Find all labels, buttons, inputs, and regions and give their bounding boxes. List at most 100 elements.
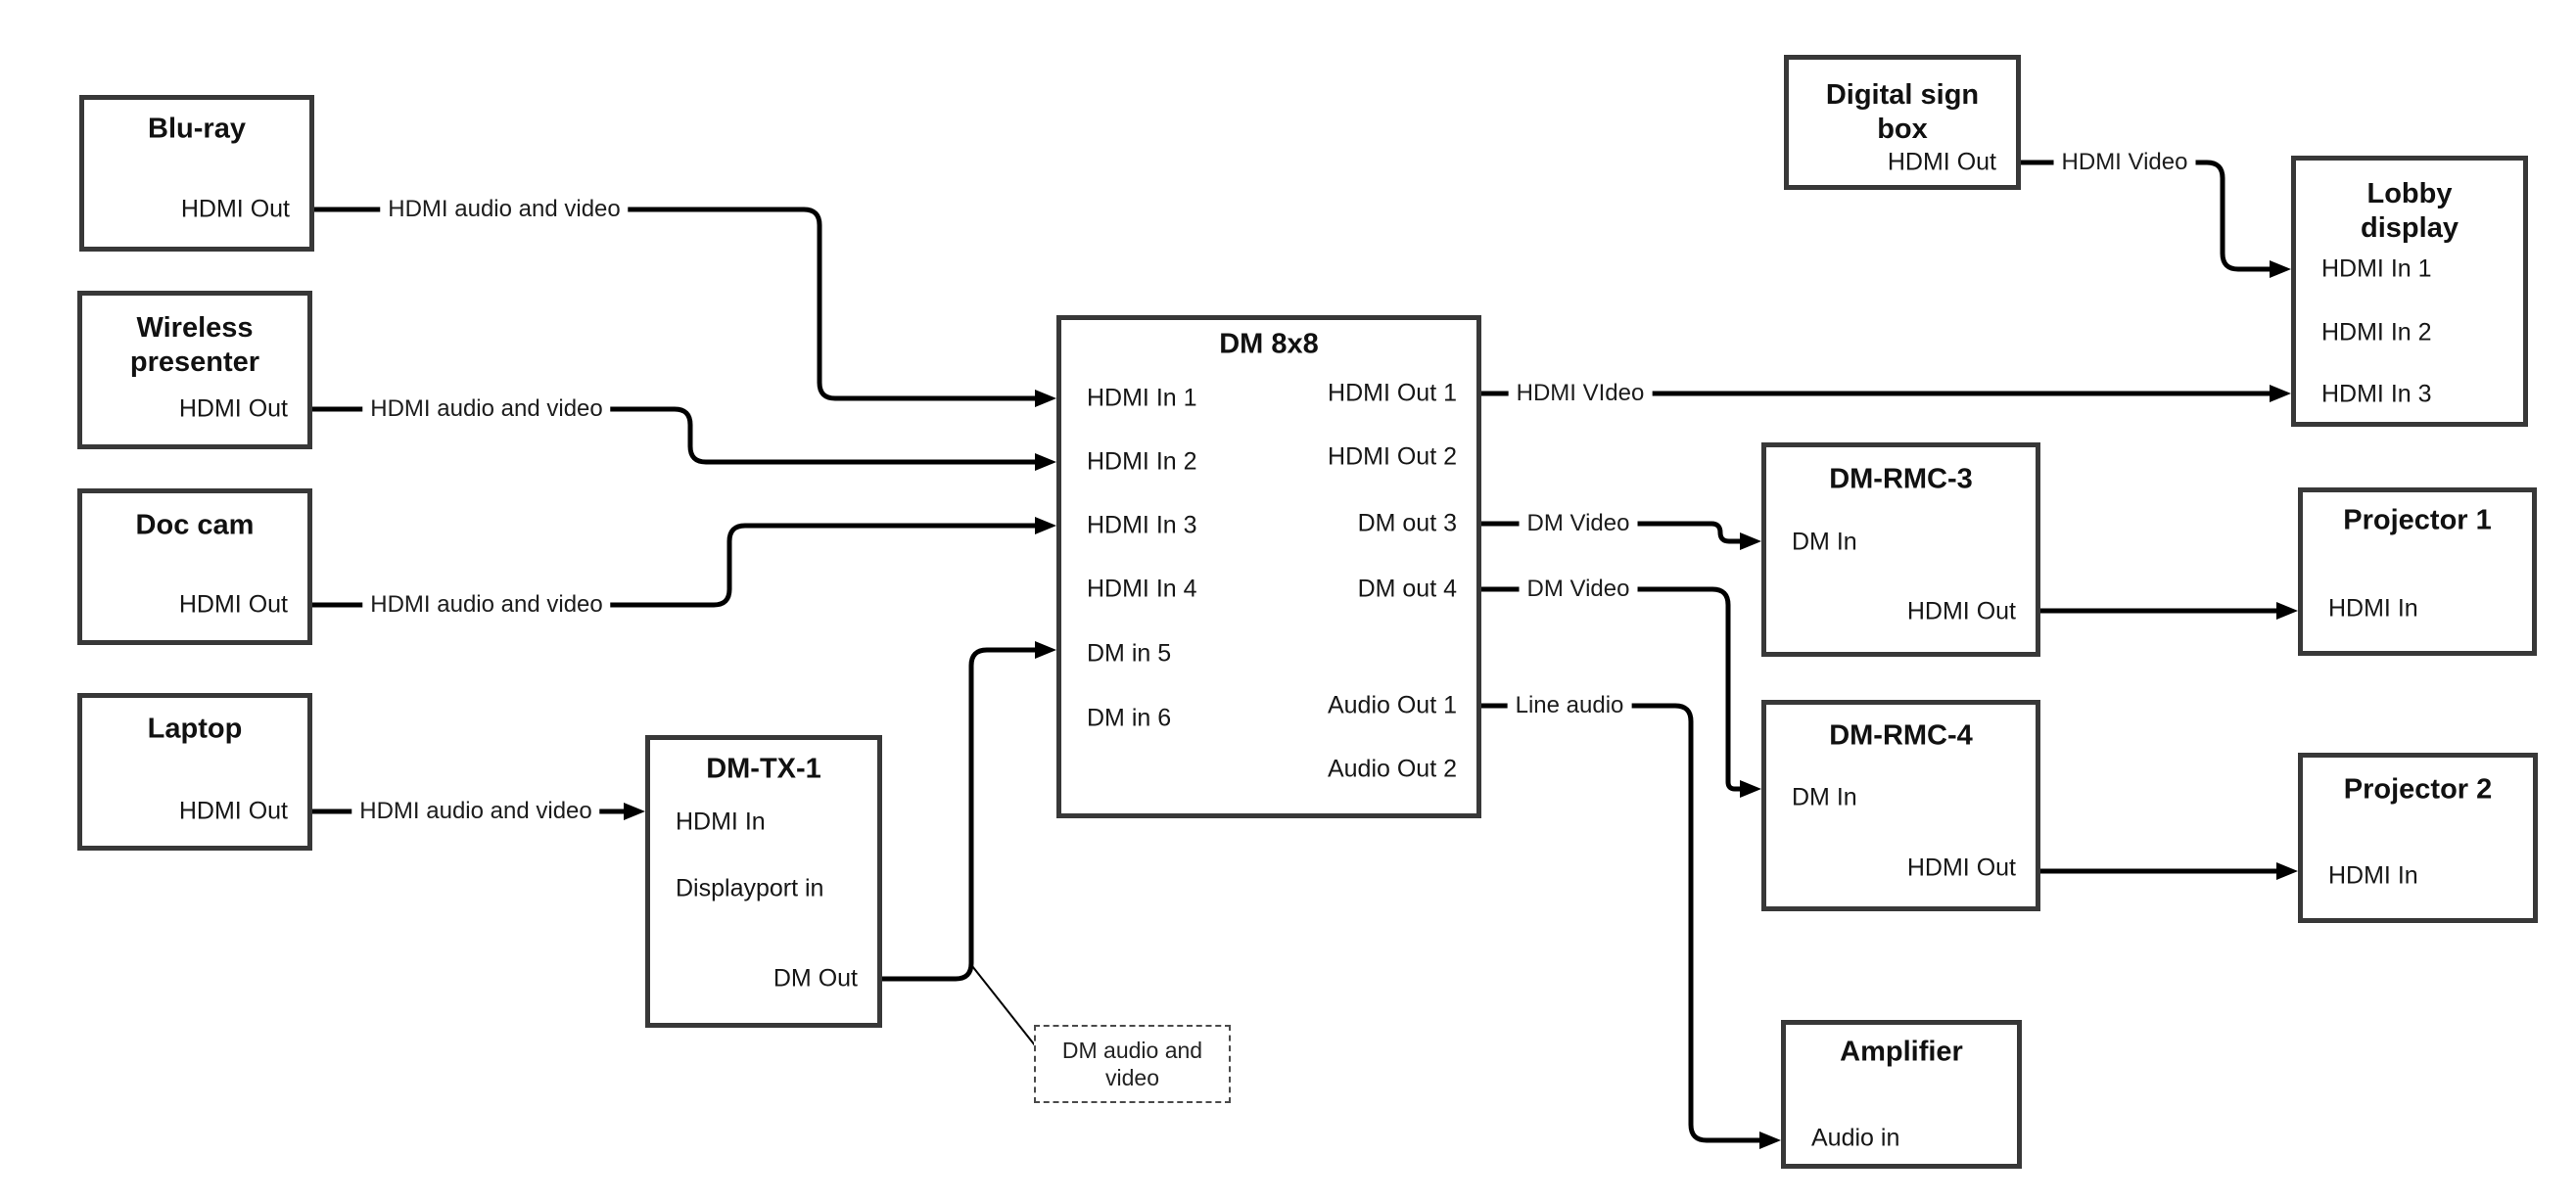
doc-cam-port-hdmi-out: HDMI Out: [178, 590, 288, 619]
digital-sign-box-port-hdmi-out: HDMI Out: [1887, 148, 1996, 176]
node-projector-1: Projector 1 HDMI In: [2298, 487, 2537, 656]
node-title-line: presenter: [129, 346, 260, 378]
edge-dmtx1-to-dm8x8-dmin5: [882, 647, 1037, 982]
node-title-line: Doc cam: [135, 509, 255, 541]
dm-8x8-port-dm-in-5: DM in 5: [1087, 639, 1172, 668]
node-title-projector-2: Projector 2: [2303, 773, 2533, 808]
edge-dm8x8-audio1-to-amp: [1481, 703, 1761, 1143]
arrowhead-icon: [1035, 390, 1056, 407]
dm-rmc-4-port-hdmi-out: HDMI Out: [1906, 854, 2016, 882]
node-dm-rmc-3: DM-RMC-3 DM In HDMI Out: [1761, 442, 2040, 657]
note-leader-line: [971, 965, 1036, 1046]
dm-tx-1-port-hdmi-in: HDMI In: [676, 808, 766, 836]
dm-tx-1-port-displayport-in: Displayport in: [676, 874, 824, 902]
arrowhead-icon: [1035, 453, 1056, 471]
node-title-line: box: [1877, 114, 1928, 145]
arrowhead-icon: [1035, 517, 1056, 534]
node-title-line: Lobby: [2366, 178, 2453, 209]
node-title-line: Blu-ray: [148, 113, 246, 145]
wireless-presenter-port-hdmi-out: HDMI Out: [178, 394, 288, 423]
arrowhead-icon: [624, 803, 645, 820]
dm-8x8-port-audio-out-1: Audio Out 1: [1327, 691, 1457, 719]
node-title-blu-ray: Blu-ray: [84, 113, 309, 147]
dm-8x8-port-audio-out-2: Audio Out 2: [1327, 755, 1457, 783]
projector-1-port-hdmi-in: HDMI In: [2328, 594, 2418, 623]
edge-label-dm8x8-out3-to-rmc3: DM Video: [1519, 508, 1638, 539]
dm-8x8-port-hdmi-out-1: HDMI Out 1: [1328, 379, 1457, 407]
lobby-display-port-hdmi-in-1: HDMI In 1: [2321, 254, 2432, 283]
dm-8x8-port-hdmi-in-2: HDMI In 2: [1087, 447, 1197, 476]
annotation-note-line: video: [1105, 1065, 1159, 1090]
node-title-projector-1: Projector 1: [2303, 504, 2532, 538]
node-title-line: display: [2361, 212, 2459, 244]
edge-label-digisign-to-lobby-in1: HDMI Video: [2053, 147, 2196, 178]
node-title-line: Amplifier: [1840, 1036, 1963, 1068]
edge-label-wireless-to-dm8x8-in2: HDMI audio and video: [362, 393, 611, 425]
blu-ray-port-hdmi-out: HDMI Out: [180, 195, 290, 223]
edge-wireless-to-dm8x8-in2: [312, 406, 1037, 465]
node-title-dm-tx-1: DM-TX-1: [650, 753, 877, 787]
edge-label-bluray-to-dm8x8-in1: HDMI audio and video: [380, 194, 629, 225]
node-title-dm-rmc-3: DM-RMC-3: [1766, 463, 2036, 497]
edge-digisign-to-lobby-in1: [2021, 160, 2272, 272]
edge-label-laptop-to-dmtx1: HDMI audio and video: [351, 796, 600, 827]
arrowhead-icon: [2276, 862, 2298, 880]
dm-rmc-3-port-hdmi-out: HDMI Out: [1906, 597, 2016, 625]
node-title-line: Projector 1: [2343, 504, 2492, 536]
dm-8x8-port-dm-out-4: DM out 4: [1357, 575, 1457, 603]
edge-label-dm8x8-out1-to-lobby-in3: HDMI VIdeo: [1508, 378, 1653, 409]
edge-doccam-to-dm8x8-in3: [312, 523, 1037, 608]
node-title-line: DM-RMC-3: [1829, 463, 1973, 495]
node-title-line: Laptop: [147, 713, 243, 745]
node-title-line: DM-RMC-4: [1829, 719, 1973, 752]
node-title-line: Projector 2: [2343, 773, 2493, 806]
annotation-note-line: DM audio and: [1061, 1038, 1203, 1063]
node-title-amplifier: Amplifier: [1786, 1036, 2017, 1070]
dm-8x8-port-dm-out-3: DM out 3: [1357, 509, 1457, 537]
lobby-display-port-hdmi-in-2: HDMI In 2: [2321, 318, 2432, 346]
node-title-line: DM-TX-1: [706, 753, 821, 785]
edge-bluray-to-dm8x8-in1: [314, 207, 1037, 401]
dm-8x8-port-dm-in-6: DM in 6: [1087, 704, 1172, 732]
node-title-line: Digital sign: [1825, 79, 1980, 111]
node-title-laptop: Laptop: [82, 713, 307, 747]
arrowhead-icon: [1759, 1132, 1781, 1149]
node-title-dm-rmc-4: DM-RMC-4: [1766, 719, 2036, 754]
node-title-doc-cam: Doc cam: [82, 509, 307, 543]
edge-dm8x8-out3-to-rmc3: [1481, 521, 1742, 544]
arrowhead-icon: [1740, 780, 1761, 798]
arrowhead-icon: [1035, 641, 1056, 659]
edge-label-dm8x8-audio1-to-amp: Line audio: [1507, 690, 1632, 721]
node-title-line: DM 8x8: [1219, 328, 1319, 360]
lobby-display-port-hdmi-in-3: HDMI In 3: [2321, 380, 2432, 408]
arrowhead-icon: [1740, 532, 1761, 550]
dm-rmc-4-port-dm-in: DM In: [1792, 783, 1857, 811]
dm-8x8-port-hdmi-in-4: HDMI In 4: [1087, 575, 1197, 603]
node-title-line: Wireless: [136, 312, 254, 344]
node-projector-2: Projector 2 HDMI In: [2298, 753, 2538, 923]
dm-8x8-port-hdmi-in-3: HDMI In 3: [1087, 511, 1197, 539]
dm-8x8-port-hdmi-in-1: HDMI In 1: [1087, 384, 1197, 412]
arrowhead-icon: [2270, 260, 2291, 278]
edge-label-dm8x8-out4-to-rmc4: DM Video: [1519, 574, 1638, 605]
projector-2-port-hdmi-in: HDMI In: [2328, 861, 2418, 890]
node-dm-rmc-4: DM-RMC-4 DM In HDMI Out: [1761, 700, 2040, 911]
dm-tx-1-port-dm-out: DM Out: [773, 964, 858, 993]
dm-rmc-3-port-dm-in: DM In: [1792, 528, 1857, 556]
node-title-dm-8x8: DM 8x8: [1061, 328, 1476, 362]
edge-label-doccam-to-dm8x8-in3: HDMI audio and video: [362, 589, 611, 621]
